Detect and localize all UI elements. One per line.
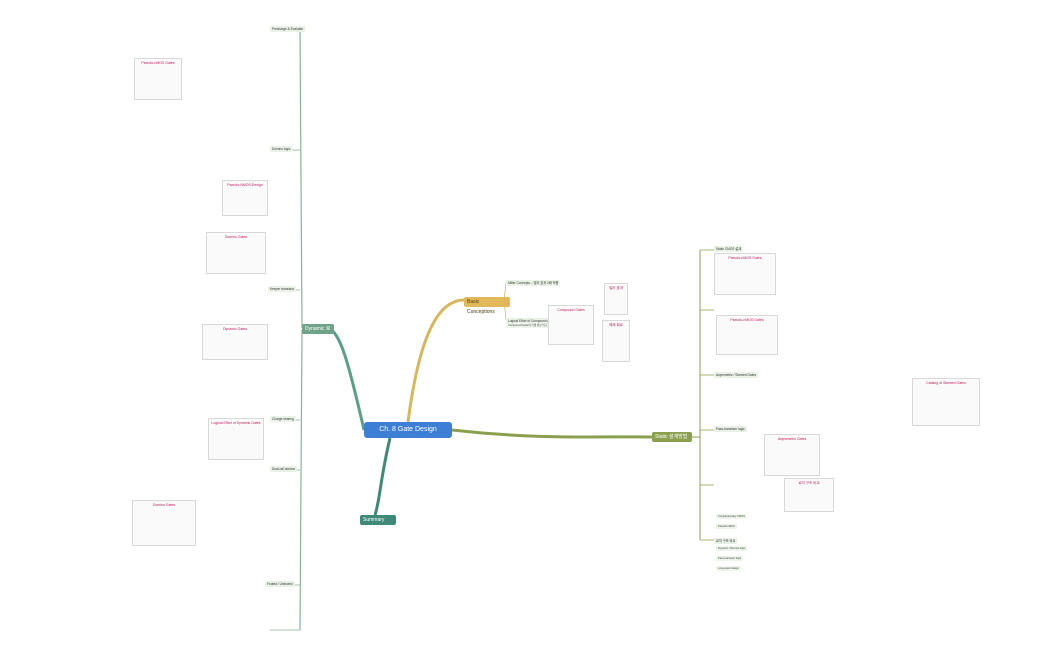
- summary-item-3: Dynamic / Domino logic: [716, 546, 748, 552]
- image-pseudo-nmos-design: Pseudo-NMOS Design: [222, 180, 268, 216]
- connector-dynamic: [327, 326, 366, 431]
- branch-summary[interactable]: Summary: [360, 515, 396, 525]
- image-asymmetric: Asymmetric Gates: [764, 434, 820, 476]
- image-pseudo-cascade: Pseudo-nMOS Gates: [134, 58, 182, 100]
- topic-keeper[interactable]: Keeper transistor: [268, 286, 297, 292]
- image-skewed-catalog: Catalog of Skewed Gates: [912, 378, 980, 426]
- branch-static[interactable]: Static 설계방법: [652, 432, 692, 442]
- topic-static-cmos[interactable]: Static CMOS 설계: [714, 246, 744, 252]
- image-domino: Domino Gates: [206, 232, 266, 274]
- topic-charge-sharing[interactable]: Charge sharing: [270, 416, 296, 422]
- image-static-compare: 로직 구조 비교: [784, 478, 834, 512]
- image-example: 예제 회로: [602, 320, 630, 362]
- topic-footed[interactable]: Footed / Unfooted: [265, 581, 295, 587]
- image-pseudo-nmos: Pseudo-nMOS Gates: [714, 253, 776, 295]
- image-compound-gates: Compound Gates: [548, 305, 594, 345]
- topic-pass-transistor[interactable]: Pass-transistor logic: [714, 426, 747, 432]
- topic-miller[interactable]: Miller Concepts – 밀러 효과 2배 적용: [506, 280, 561, 286]
- summary-item-2: Pseudo nMOS: [716, 524, 737, 530]
- branch-basic-conceptions[interactable]: Basic Conceptions: [464, 297, 510, 315]
- image-static-gates: Pseudo-nMOS Gates: [716, 315, 778, 355]
- summary-item-1: Complementary CMOS: [716, 514, 747, 520]
- image-logical-effort-dynamic: Logical Effort of Dynamic Gates: [208, 418, 264, 460]
- image-miller: 밀러 효과: [604, 283, 628, 315]
- image-dual-rail: Domino Gates: [132, 500, 196, 546]
- summary-item-5: Low-power design: [716, 566, 742, 572]
- note-compound: Compound Gates의 기생 성분 비교: [506, 323, 550, 329]
- topic-domino[interactable]: Domino logic: [270, 146, 293, 152]
- topic-logical-effort-compound[interactable]: Logical Effort of Compound gates: [506, 318, 558, 324]
- connector-static: [451, 428, 653, 439]
- summary-item-4: Pass transistor logic: [716, 556, 744, 562]
- connector-summary: [373, 437, 392, 516]
- topic-compare[interactable]: 로직 구조 비교: [714, 538, 738, 544]
- branch-dynamic[interactable]: Dynamic 로직: [302, 324, 334, 342]
- root-node[interactable]: Ch. 8 Gate Design: [364, 422, 452, 438]
- connector-basic: [406, 298, 465, 423]
- topic-dual-rail[interactable]: Dual-rail domino: [270, 466, 298, 472]
- topic-asym[interactable]: Asymmetric / Skewed Gates: [714, 372, 759, 378]
- image-dynamic-gates: Dynamic Gates: [202, 324, 268, 360]
- topic-precharge[interactable]: Precharge & Evaluate: [270, 26, 306, 32]
